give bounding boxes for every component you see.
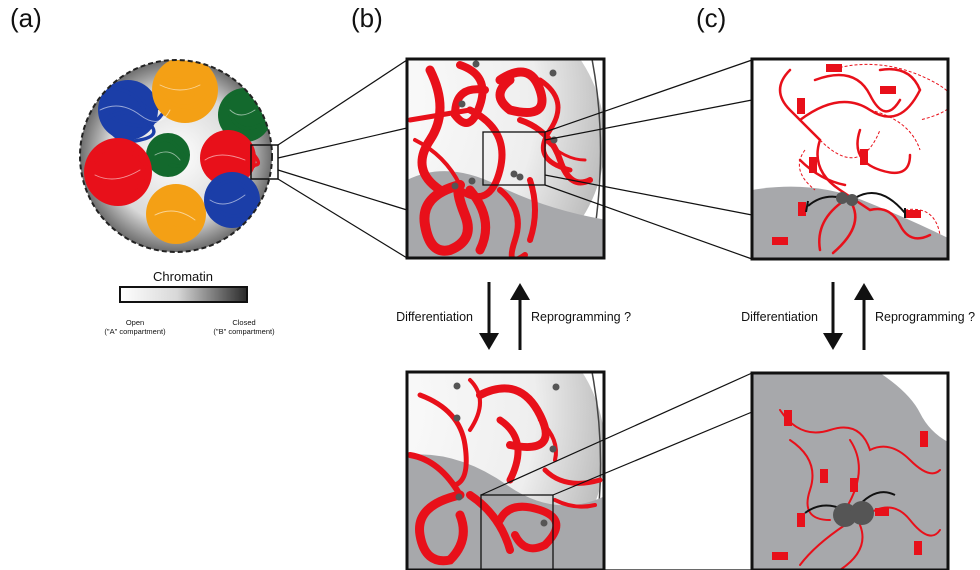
legend-closed-label: Closed xyxy=(232,318,255,327)
transition-b: Differentiation Reprogramming ? xyxy=(396,282,631,350)
zoom-lines-a-to-b xyxy=(277,59,408,259)
zoom-lines-b2-to-c2 xyxy=(480,372,753,570)
panel-b-before-box xyxy=(405,57,606,260)
chromatin-fibers-b2 xyxy=(407,378,603,566)
panel-c-before-box xyxy=(750,57,950,261)
differentiation-label-c: Differentiation xyxy=(741,310,818,324)
chromatin-legend: Chromatin Open ("A" compartment) Closed … xyxy=(104,269,275,336)
territory-orange-bottom xyxy=(146,184,206,244)
zoom-region-box-b1 xyxy=(482,131,546,186)
gene-blocks-c2 xyxy=(772,410,928,560)
legend-gradient-bar xyxy=(119,286,248,303)
chromatin-fibers-b1 xyxy=(407,61,593,258)
zoom-lines-b1-to-c1 xyxy=(544,59,753,260)
zoom-region-box-b2 xyxy=(480,494,554,570)
legend-title: Chromatin xyxy=(153,269,213,284)
panel-c-after-box xyxy=(750,371,950,570)
territory-blue-bottom xyxy=(204,172,260,228)
zoom-region-box xyxy=(250,144,279,180)
panel-c-label: (c) xyxy=(696,3,726,33)
reprogramming-label-c: Reprogramming ? xyxy=(875,310,975,324)
gene-blocks-c1 xyxy=(772,64,921,245)
differentiation-label-b: Differentiation xyxy=(396,310,473,324)
reprogramming-label-b: Reprogramming ? xyxy=(531,310,631,324)
panel-b-label: (b) xyxy=(351,3,383,33)
legend-open-label: Open xyxy=(126,318,144,327)
anchor-nodes-c2 xyxy=(833,501,874,527)
anchor-nodes-c1 xyxy=(836,192,858,206)
territory-red-right xyxy=(200,130,261,186)
nucleus-illustration xyxy=(79,59,279,253)
territory-red-left xyxy=(84,138,152,206)
territory-green-center xyxy=(146,133,190,177)
chromatin-loops-c2 xyxy=(779,409,941,570)
transition-c: Differentiation Reprogramming ? xyxy=(741,282,975,350)
anchor-nodes-b2 xyxy=(453,382,560,527)
legend-open-sublabel: ("A" compartment) xyxy=(104,327,166,336)
legend-closed-sublabel: ("B" compartment) xyxy=(213,327,275,336)
panel-b-after-box xyxy=(405,370,606,570)
panel-a-label: (a) xyxy=(10,3,42,33)
